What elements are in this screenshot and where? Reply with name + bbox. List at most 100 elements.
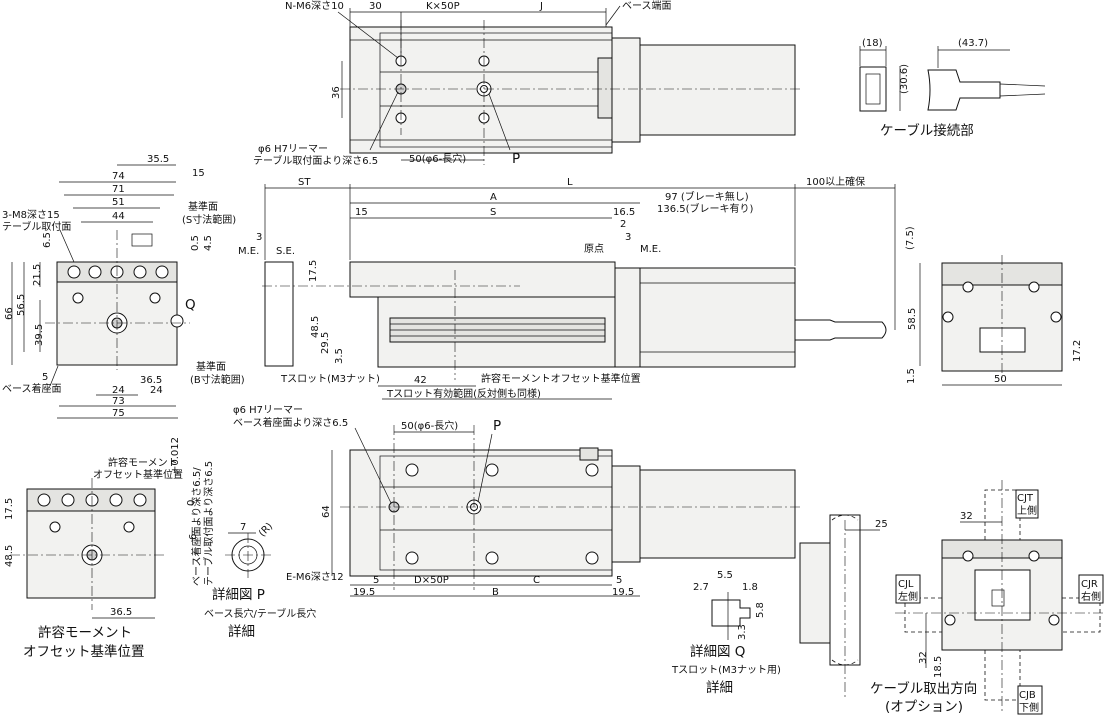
dim-5a: 5: [373, 575, 379, 586]
label-cjr-2: 右側: [1081, 590, 1101, 603]
label-base-end: ベース端面: [622, 0, 672, 12]
side-motor: [639, 267, 796, 368]
note-offset-1: 許容モーメント: [108, 456, 178, 469]
offset-view: 許容モーメント オフセット基準位置 17.5 48.5 36.5 許容モーメント…: [4, 456, 183, 660]
dim-48-5-offset: 48.5: [4, 545, 15, 567]
bottom-body: [349, 449, 613, 577]
dim-18: (18): [862, 38, 883, 49]
dim-15-side: 15: [355, 207, 368, 218]
dim-1-5: 1.5: [906, 368, 917, 384]
label-p-bottom: P: [493, 418, 501, 434]
dim-136-5: 136.5(ブレーキ有り): [657, 202, 754, 215]
detail-q-title: 詳細図 Q: [690, 644, 745, 660]
dim-15-end: 15: [192, 168, 205, 179]
dim-3-5: 3.5: [334, 348, 345, 364]
right-end-view: (7.5) 58.5 17.2 1.5 50: [905, 226, 1083, 386]
label-reamer-top-2: テーブル取付面より深さ6.5: [253, 154, 378, 167]
label-nm6: N-M6深さ10: [285, 0, 344, 12]
dim-73: 73: [112, 396, 125, 407]
detail-p-v2: ベース着座面より深さ6.5/: [190, 467, 203, 586]
dim-0-5: 0.5: [190, 235, 201, 251]
dim-35-5: 35.5: [147, 154, 169, 165]
cable-connector: (18) (30.6) (43.7) ケーブル接続部: [859, 38, 1046, 139]
end-view: 74 71 51 44 35.5 15 3-M8深さ15 テーブル取付面 基準面…: [2, 154, 245, 419]
dim-100: 100以上確保: [806, 175, 865, 188]
dim-32b: 32: [918, 651, 929, 664]
cable-direction: 25 32 CJT 上側 CJL 左側 CJR 右側 CJB 下側 32 18.…: [799, 480, 1105, 715]
label-ref-b-2: (B寸法範囲): [190, 373, 245, 386]
caption-offset-2: オフセット基準位置: [23, 643, 145, 660]
detail-p-dim-7: 7: [240, 522, 246, 533]
dim-c: C: [533, 575, 540, 586]
dim-58-5: 58.5: [907, 308, 918, 330]
motor-top: [639, 44, 796, 136]
dim-st: ST: [298, 177, 311, 188]
dim-17-5-side: 17.5: [308, 260, 319, 282]
label-cjl-2: 左側: [898, 590, 918, 603]
dim-s: S: [490, 207, 496, 218]
dim-39-5: 39.5: [34, 324, 45, 346]
note-offset-2: オフセット基準位置: [93, 468, 183, 481]
label-reamer-bottom-2: ベース着座面より深さ6.5: [233, 416, 348, 429]
dim-24b: 24: [150, 385, 163, 396]
dim-d50p: D×50P: [414, 575, 449, 586]
dim-30: 30: [369, 1, 382, 12]
dim-18-5: 18.5: [933, 656, 944, 678]
dim-74: 74: [112, 171, 125, 182]
caption-cable-connector: ケーブル接続部: [880, 122, 974, 139]
label-em6: E-M6深さ12: [286, 571, 344, 583]
caption-cable-dir-2: (オプション): [885, 699, 963, 715]
dim-2: 2: [620, 219, 626, 230]
label-cjt-1: CJT: [1017, 493, 1034, 504]
dim-36-5-end: 36.5: [140, 375, 162, 386]
dim-56-5: 56.5: [16, 294, 27, 316]
dim-6-5: 6.5: [42, 232, 53, 248]
dim-7-5: (7.5): [905, 226, 916, 250]
label-ref-s-2: (S寸法範囲): [182, 213, 236, 226]
dim-48-5-side: 48.5: [310, 316, 321, 338]
dim-24a: 24: [112, 385, 125, 396]
dim-50-right: 50: [994, 374, 1007, 385]
dim-29-5: 29.5: [320, 332, 331, 354]
dim-5b: 5: [616, 575, 622, 586]
caption-offset-1: 許容モーメント: [38, 624, 132, 641]
bottom-motor: [639, 469, 796, 559]
dim-a: A: [490, 192, 497, 203]
detail-q: 5.5 2.7 1.8 5.8 3.3 詳細図 Q Tスロット(M3ナット用) …: [671, 570, 781, 696]
dim-51: 51: [112, 197, 125, 208]
dim-97: 97 (ブレーキ無し): [665, 190, 749, 203]
dim-36: 36: [331, 86, 342, 99]
detail-q-2-7: 2.7: [693, 582, 709, 593]
dim-19-5a: 19.5: [353, 587, 375, 598]
detail-p-title: 詳細図 P: [212, 587, 265, 603]
detail-q-5-5: 5.5: [717, 570, 733, 581]
dim-k50p: K×50P: [426, 1, 460, 12]
detail-p-r: (R): [257, 521, 275, 539]
label-ref-b-1: 基準面: [196, 360, 226, 373]
label-tslot: Tスロット(M3ナット): [280, 373, 380, 385]
dim-j: J: [539, 1, 543, 12]
dim-17-2: 17.2: [1072, 340, 1083, 362]
dim-30-6: (30.6): [899, 64, 910, 94]
label-se: S.E.: [276, 246, 295, 257]
dim-50-slot-bottom: 50(φ6-長穴): [401, 419, 458, 432]
label-base-seat: ベース着座面: [2, 382, 62, 395]
label-table-mount: テーブル取付面: [2, 220, 71, 233]
detail-p-tol0: 0: [186, 500, 197, 506]
side-view: ST L 100以上確保 A 97 (ブレーキ無し) 136.5(ブレーキ有り)…: [238, 175, 896, 400]
dim-32a: 32: [960, 511, 973, 522]
dim-71: 71: [112, 184, 125, 195]
detail-q-3-3: 3.3: [737, 624, 748, 640]
dim-16-5: 16.5: [613, 207, 635, 218]
detail-p-v1: 6: [188, 534, 199, 540]
dim-19-5b: 19.5: [612, 587, 634, 598]
dim-b: B: [492, 587, 499, 598]
detail-p-sub1: ベース長穴/テーブル長穴: [204, 607, 316, 620]
detail-p-v3: テーブル取付面より深さ6.5: [202, 461, 215, 586]
label-cjl-1: CJL: [898, 579, 914, 590]
label-tslot-range: Tスロット有効範囲(反対側も同様): [386, 387, 541, 400]
detail-q-sub2: 詳細: [706, 680, 733, 696]
dim-42: 42: [414, 375, 427, 386]
label-reamer-top-1: φ6 H7リーマー: [258, 144, 328, 155]
